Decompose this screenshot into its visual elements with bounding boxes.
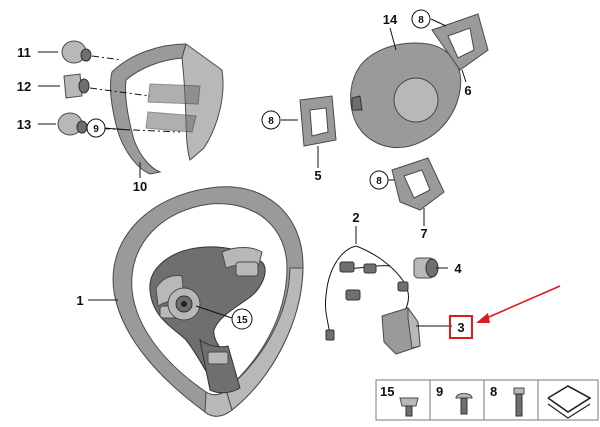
steering-wheel xyxy=(112,186,304,417)
callout-12: 12 xyxy=(17,79,31,94)
callout-2: 2 xyxy=(352,210,359,225)
trim-6 xyxy=(431,13,489,71)
trim-cover xyxy=(109,43,224,175)
callout-8a-circle xyxy=(411,9,431,29)
fastener-legend: 15 9 8 xyxy=(375,379,599,421)
control-module-3 xyxy=(381,306,421,355)
wiring-harness xyxy=(325,245,409,341)
legend-8: 8 xyxy=(490,384,497,399)
trim-7 xyxy=(391,157,445,211)
callout-7: 7 xyxy=(420,226,427,241)
nut-13 xyxy=(57,112,88,136)
bolt-11 xyxy=(61,40,92,64)
callout-8a: 8 xyxy=(418,15,424,26)
clip-12 xyxy=(63,73,90,99)
callout-8c-circle xyxy=(369,170,389,190)
highlight-arrow xyxy=(476,285,561,323)
legend-9: 9 xyxy=(436,384,443,399)
bolt-15-icon xyxy=(399,397,419,417)
highlight-box xyxy=(449,315,473,339)
callout-8b-circle xyxy=(261,110,281,130)
screw-8-icon xyxy=(513,387,525,417)
callout-14: 14 xyxy=(383,12,398,27)
callout-3: 3 xyxy=(457,320,464,335)
callout-8b: 8 xyxy=(268,116,274,127)
leader-lines xyxy=(38,18,467,327)
callout-5: 5 xyxy=(314,168,321,183)
callout-8c: 8 xyxy=(376,176,382,187)
screw-9-icon xyxy=(455,393,473,415)
callout-15-circle xyxy=(231,308,253,330)
legend-15: 15 xyxy=(380,384,394,399)
callout-9: 9 xyxy=(93,124,99,135)
callout-15: 15 xyxy=(236,315,248,326)
catalog-symbol-icon xyxy=(547,385,592,419)
callout-11: 11 xyxy=(17,45,31,60)
callout-10: 10 xyxy=(133,179,147,194)
callout-4: 4 xyxy=(454,261,462,276)
callout-1: 1 xyxy=(76,293,83,308)
callout-9-circle xyxy=(86,118,106,138)
trim-5 xyxy=(299,95,337,147)
callout-13: 13 xyxy=(17,117,31,132)
connector-4 xyxy=(413,257,439,279)
airbag-module xyxy=(350,42,462,148)
callout-6: 6 xyxy=(464,83,471,98)
